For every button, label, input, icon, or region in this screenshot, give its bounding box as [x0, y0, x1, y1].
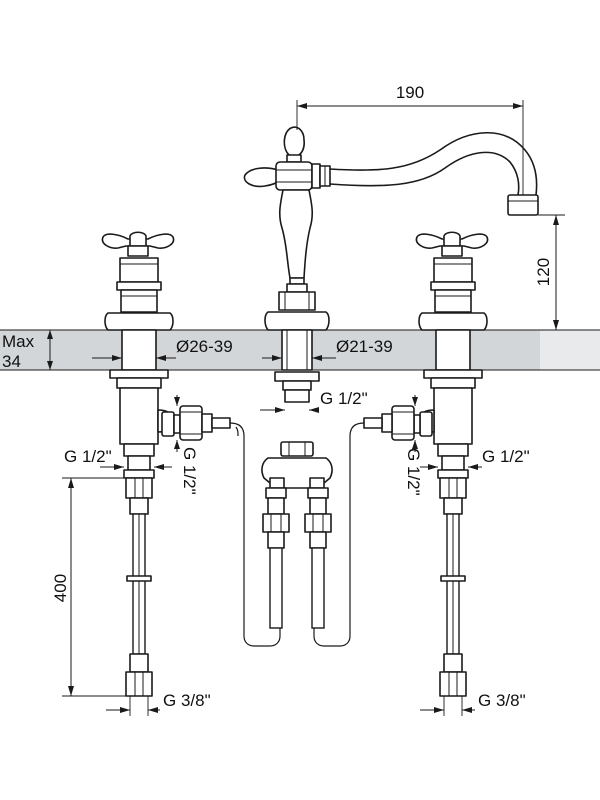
label-left-outlet: G 1/2": [64, 447, 112, 466]
label-right-outlet: G 1/2": [482, 447, 530, 466]
label-hole-left: Ø26-39: [176, 337, 233, 356]
label-center-outlet: G 1/2": [320, 389, 368, 408]
dim-right-side: [412, 395, 418, 452]
label-left-bottom: G 3/8": [163, 691, 211, 710]
connecting-pipes: [229, 422, 365, 647]
dim-190: [296, 100, 524, 195]
dim-center-outlet: [260, 407, 319, 413]
label-right-bottom: G 3/8": [478, 691, 526, 710]
label-400: 400: [51, 574, 70, 602]
dim-right-outlet: [420, 464, 482, 470]
dim-left-bottom: [106, 696, 160, 716]
dim-right-bottom: [420, 696, 475, 716]
dim-left-outlet: [100, 464, 172, 470]
center-spout: [243, 126, 539, 403]
dim-400: [62, 477, 126, 697]
mixing-tee: [261, 441, 333, 629]
dim-max34: [47, 330, 53, 370]
label-right-side: G 1/2": [404, 448, 423, 496]
left-valve: [101, 231, 231, 697]
dim-hole-left: [92, 355, 176, 361]
dim-120: [490, 214, 565, 331]
label-hole-center: Ø21-39: [336, 337, 393, 356]
right-valve: [363, 231, 489, 697]
dim-hole-center: [262, 355, 336, 361]
label-120: 120: [534, 258, 553, 286]
label-left-side: G 1/2": [180, 447, 199, 495]
label-190: 190: [396, 83, 424, 102]
label-34: 34: [2, 352, 21, 371]
dim-left-side: [174, 395, 180, 452]
label-max: Max: [2, 332, 35, 351]
